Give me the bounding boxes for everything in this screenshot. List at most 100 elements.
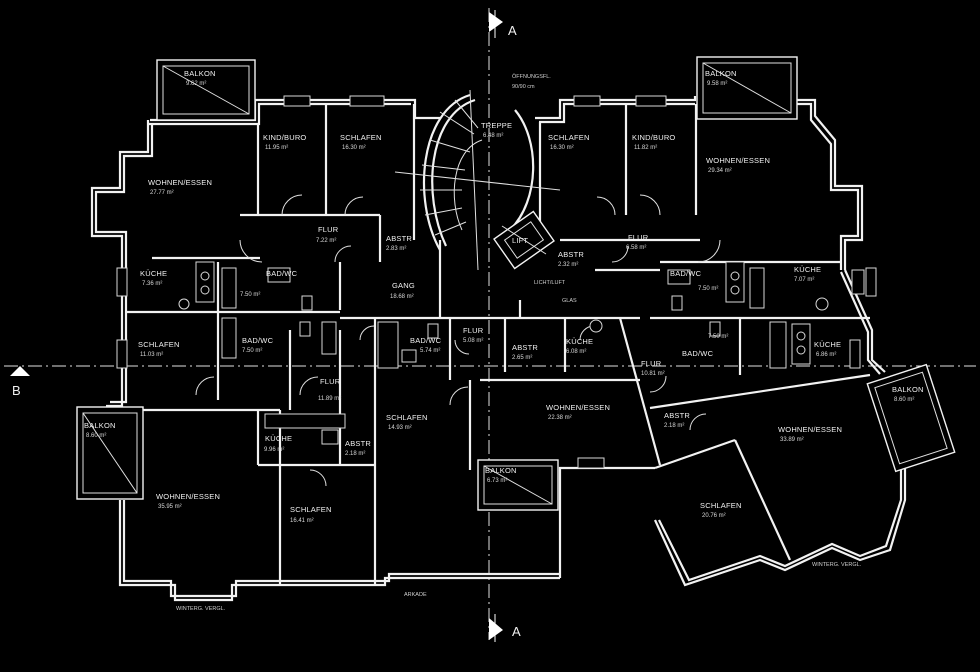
area-kueche-c: 6.08 m² — [566, 349, 586, 355]
area-abstr-c: 2.65 m² — [512, 355, 532, 361]
label-bad-wc-e: BAD/WC — [682, 349, 714, 358]
area-balkon-nw: 9.62 m² — [186, 81, 206, 87]
label-abstr-nw: ABSTR — [386, 234, 412, 243]
area-balkon-w: 8.60 m² — [86, 433, 106, 439]
label-kind-buro-w: KIND/BURO — [263, 133, 306, 142]
room-labels: BALKON 9.62 m² BALKON 9.58 m² BALKON 8.6… — [84, 69, 923, 612]
label-balkon-ne: BALKON — [705, 69, 737, 78]
section-arrow-a-bottom-icon — [489, 618, 503, 640]
label-bad-wc-w: BAD/WC — [242, 336, 274, 345]
label-balkon-nw: BALKON — [184, 69, 216, 78]
area-schlafen-c: 14.93 m² — [388, 425, 412, 431]
label-abstr-c: ABSTR — [512, 343, 538, 352]
label-schlafen-c: SCHLAFEN — [386, 413, 428, 422]
area-schlafen-sw: 16.41 m² — [290, 518, 314, 524]
door-swings — [195, 194, 721, 487]
balcony-s — [477, 459, 559, 511]
section-label-a-bottom: A — [512, 624, 521, 639]
dim-oeffnung: 90/90 cm — [512, 84, 535, 90]
area-bad-wc-w: 7.50 m² — [242, 348, 262, 354]
section-label-a-top: A — [508, 23, 517, 38]
label-wohnen-sw: WOHNEN/ESSEN — [156, 492, 220, 501]
label-vorbau-se: WINTERG. VERGL. — [812, 562, 862, 568]
area-abstr-e: 2.18 m² — [664, 423, 684, 429]
section-arrow-b-icon — [10, 366, 30, 376]
area-kueche-nw: 7.36 m² — [142, 281, 162, 287]
balcony-ne — [696, 56, 798, 120]
label-kueche-ne: KÜCHE — [794, 265, 821, 274]
label-balkon-s: BALKON — [485, 466, 517, 475]
area-abstr-ne: 2.32 m² — [558, 262, 578, 268]
label-abstr-ne: ABSTR — [558, 250, 584, 259]
label-bad-wc-c: BAD/WC — [410, 336, 442, 345]
label-abstr-e: ABSTR — [664, 411, 690, 420]
label-flur-e: FLUR — [641, 359, 662, 368]
area-wohnen-ne: 29.34 m² — [708, 168, 732, 174]
label-lift: LIFT — [512, 236, 528, 245]
area-kind-buro-e: 11.82 m² — [634, 145, 657, 151]
label-arkade: ARKADE — [404, 592, 427, 598]
section-arrow-a-top-icon — [489, 12, 503, 32]
label-gang: GANG — [392, 281, 415, 290]
lift-shaft — [493, 210, 555, 270]
section-line-a-a: A A — [488, 8, 521, 642]
area-abstr-nw: 2.83 m² — [386, 246, 406, 252]
area-balkon-e: 8.60 m² — [894, 397, 914, 403]
area-schlafen-nw: 16.30 m² — [342, 145, 366, 151]
exterior-walls — [90, 96, 907, 602]
label-kueche-w: KÜCHE — [265, 434, 292, 443]
area-balkon-ne: 9.58 m² — [707, 81, 727, 87]
balcony-nw — [156, 59, 256, 121]
label-abstr-w: ABSTR — [345, 439, 371, 448]
area-bad-wc-c: 5.74 m² — [420, 348, 440, 354]
label-wohnen-nw: WOHNEN/ESSEN — [148, 178, 212, 187]
area-bad-wc-e: 7.50 m² — [708, 334, 728, 340]
area-bad-wc-nw: 7.50 m² — [240, 292, 260, 298]
label-wohnen-c: WOHNEN/ESSEN — [546, 403, 610, 412]
label-kind-buro-e: KIND/BURO — [632, 133, 675, 142]
area-kind-buro-w: 11.95 m² — [265, 145, 288, 151]
area-schlafen-se: 20.76 m² — [702, 513, 726, 519]
label-schlafen-w: SCHLAFEN — [138, 340, 180, 349]
fixtures — [178, 261, 865, 445]
area-abstr-w: 2.18 m² — [345, 451, 365, 457]
label-treppe: TREPPE — [481, 121, 512, 130]
interior-walls — [126, 104, 871, 585]
area-balkon-s: 6.73 m² — [487, 478, 507, 484]
area-kueche-ne: 7.07 m² — [794, 277, 814, 283]
spiral-staircase — [394, 89, 561, 271]
label-kueche-e: KÜCHE — [814, 340, 841, 349]
label-schlafen-ne: SCHLAFEN — [548, 133, 590, 142]
label-oeffnung: ÖFFNUNGSFL. — [512, 73, 551, 80]
label-flur-c: FLUR — [463, 326, 484, 335]
area-wohnen-e: 33.89 m² — [780, 437, 804, 443]
label-flur-ne: FLUR — [628, 233, 649, 242]
label-schlafen-nw: SCHLAFEN — [340, 133, 382, 142]
area-kueche-w: 9.96 m² — [264, 447, 284, 453]
area-gang: 18.68 m² — [390, 294, 414, 300]
area-bad-wc-ne: 7.50 m² — [698, 286, 718, 292]
label-balkon-w: BALKON — [84, 421, 116, 430]
area-schlafen-w: 11.03 m² — [140, 352, 163, 358]
area-wohnen-c: 22.38 m² — [548, 415, 572, 421]
balcony-e — [866, 363, 956, 473]
label-wohnen-ne: WOHNEN/ESSEN — [706, 156, 770, 165]
area-schlafen-ne: 16.30 m² — [550, 145, 574, 151]
area-kueche-e: 6.86 m² — [816, 352, 836, 358]
section-label-b: B — [12, 383, 21, 398]
label-kueche-nw: KÜCHE — [140, 269, 167, 278]
area-flur-nw: 7.22 m² — [316, 238, 336, 244]
label-schlafen-sw: SCHLAFEN — [290, 505, 332, 514]
label-glas: GLAS — [562, 298, 577, 304]
label-schlafen-se: SCHLAFEN — [700, 501, 742, 510]
area-flur-ne: 6.58 m² — [626, 245, 646, 251]
label-licht-luft: LICHT/LUFT — [534, 280, 566, 286]
label-flur-w: FLUR — [320, 377, 341, 386]
area-flur-c: 5.08 m² — [463, 338, 483, 344]
section-line-b-b: B — [4, 365, 976, 398]
label-wohnen-e: WOHNEN/ESSEN — [778, 425, 842, 434]
label-kueche-c: KÜCHE — [566, 337, 593, 346]
area-treppe: 6.48 m² — [483, 133, 503, 139]
